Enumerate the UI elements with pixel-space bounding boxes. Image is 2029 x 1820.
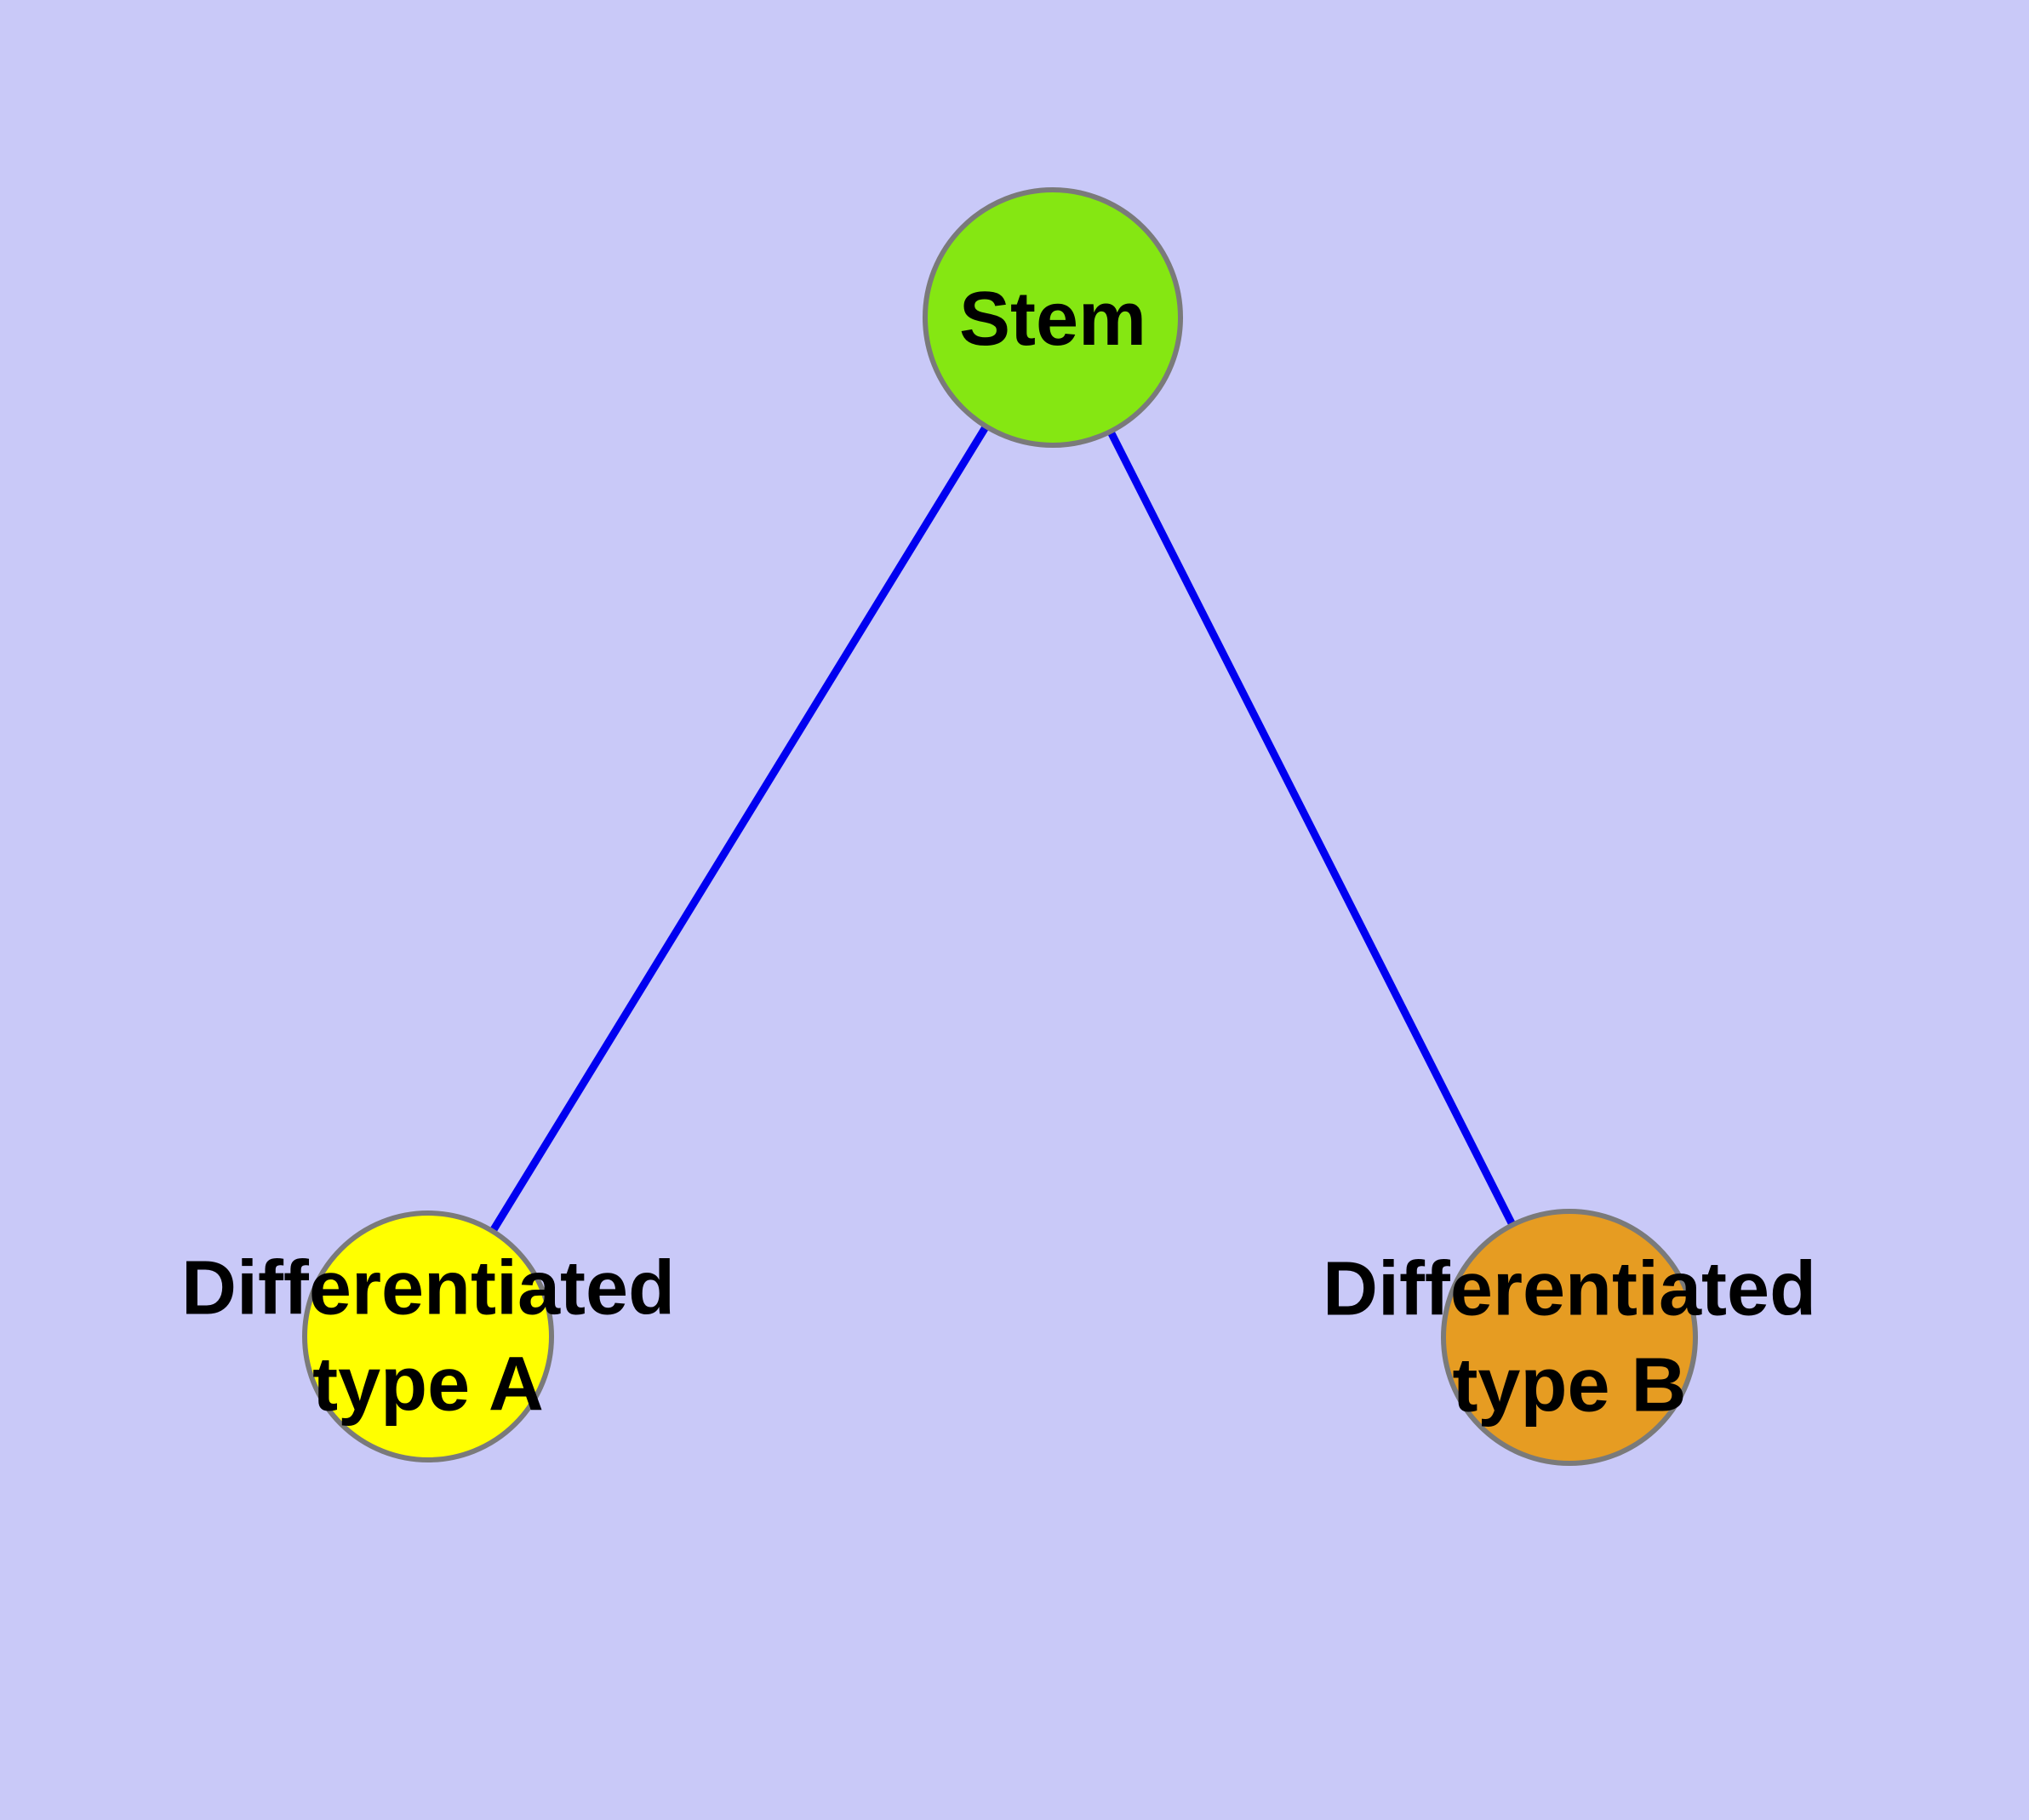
node-type-a-circle <box>302 1210 554 1462</box>
node-type-b-label: Differentiated type B <box>1322 1246 1817 1428</box>
node-type-a-label: Differentiated type A <box>180 1245 676 1428</box>
edge-stem-to-type-a <box>425 315 1056 1339</box>
node-type-b-circle <box>1441 1209 1698 1466</box>
edge-stem-to-type-b <box>1049 315 1574 1340</box>
node-stem-label: Stem <box>958 276 1147 362</box>
node-stem-circle <box>923 187 1183 448</box>
